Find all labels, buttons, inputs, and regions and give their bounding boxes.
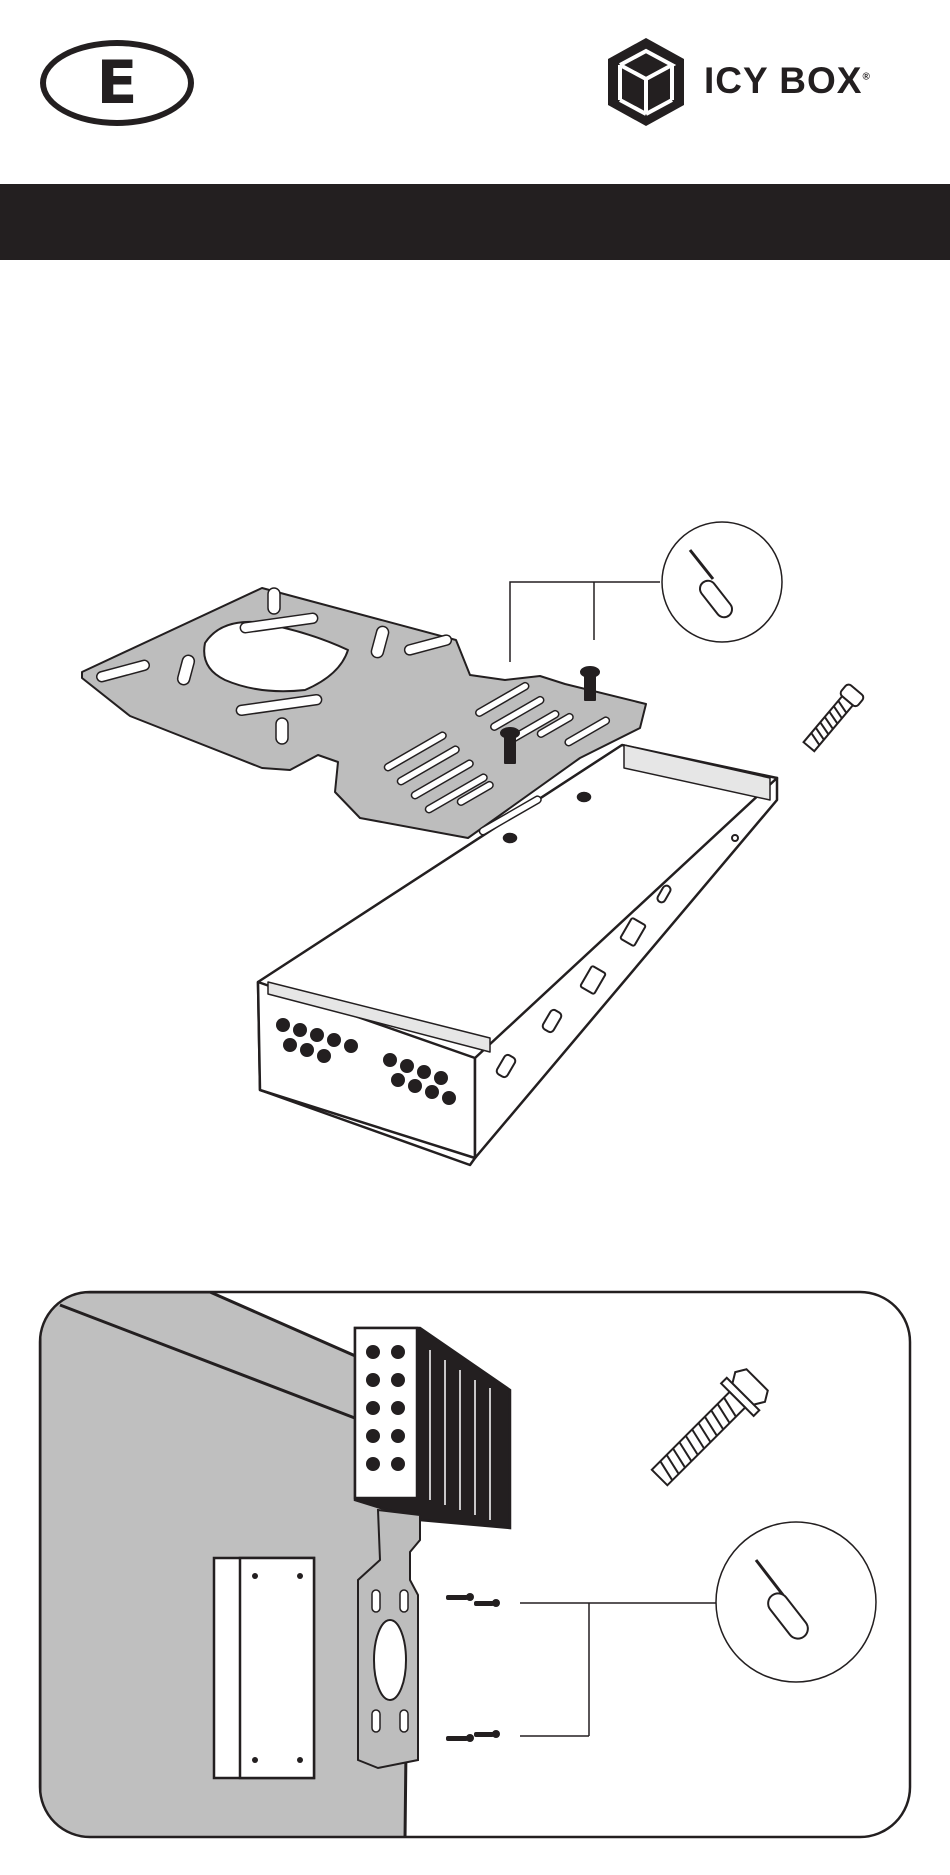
wall-box [214,1558,314,1778]
screwdriver-icon [716,1522,876,1682]
cube-logo-icon [606,36,686,128]
brand-name: ICY BOX® [704,60,871,102]
language-code: E [97,53,138,113]
brand-logo: ICY BOX® [606,36,916,130]
screw-icon [800,683,864,754]
language-badge: E [40,40,194,126]
callout-lines [510,582,660,662]
title-bar [0,184,950,260]
step-2-illustration [0,1290,950,1840]
step-1-illustration [0,500,950,1200]
screwdriver-icon [662,522,782,642]
